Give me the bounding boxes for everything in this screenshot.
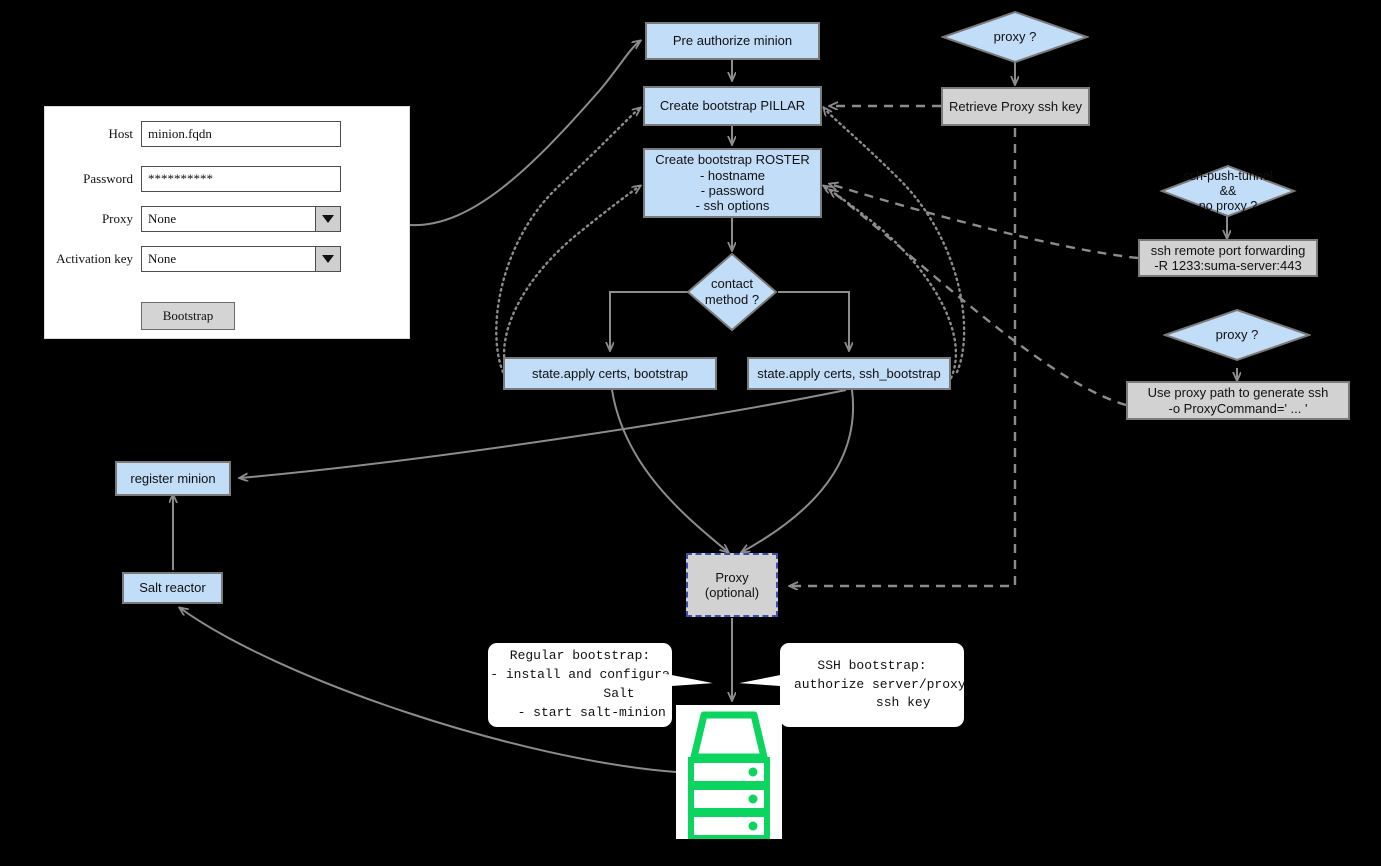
use-proxy-path-line2: -o ProxyCommand=' ... ' bbox=[1168, 400, 1308, 416]
activation-key-select[interactable]: None bbox=[141, 246, 341, 272]
ssh-remote-fwd-line1: ssh remote port forwarding bbox=[1150, 242, 1306, 258]
node-proxy-decision-bottom[interactable]: proxy ? bbox=[1163, 308, 1311, 362]
ssh-remote-fwd-line2: -R 1233:suma-server:443 bbox=[1154, 258, 1302, 273]
node-retrieve-proxy-ssh-key[interactable]: Retrieve Proxy ssh key bbox=[941, 87, 1090, 126]
callout-regular-bootstrap: Regular bootstrap: - install and configu… bbox=[488, 643, 672, 727]
roster-item-password: - password bbox=[700, 183, 765, 198]
diamond-shape bbox=[1159, 164, 1297, 218]
chevron-down-icon[interactable] bbox=[315, 207, 340, 231]
node-create-bootstrap-pillar[interactable]: Create bootstrap PILLAR bbox=[643, 86, 822, 126]
proxy-optional-line1: Proxy bbox=[715, 569, 749, 585]
node-salt-reactor[interactable]: Salt reactor bbox=[122, 572, 223, 604]
ssh-push-tunnel-line1: ssh-push-tunnel bbox=[1183, 168, 1273, 183]
proxy-optional-line2: (optional) bbox=[704, 585, 760, 600]
node-ssh-remote-port-forwarding[interactable]: ssh remote port forwarding -R 1233:suma-… bbox=[1138, 239, 1318, 277]
password-label: Password bbox=[83, 171, 133, 186]
bootstrap-button[interactable]: Bootstrap bbox=[141, 302, 235, 330]
node-proxy-optional[interactable]: Proxy (optional) bbox=[686, 553, 778, 617]
ssh-push-tunnel-line2: && bbox=[1219, 183, 1237, 198]
server-icon bbox=[676, 705, 782, 839]
node-pre-authorize-minion[interactable]: Pre authorize minion bbox=[645, 22, 820, 60]
node-create-bootstrap-roster[interactable]: Create bootstrap ROSTER - hostname - pas… bbox=[643, 148, 822, 218]
node-register-minion[interactable]: register minion bbox=[115, 461, 231, 496]
node-state-apply-bootstrap[interactable]: state.apply certs, bootstrap bbox=[503, 357, 717, 390]
node-state-apply-ssh-bootstrap[interactable]: state.apply certs, ssh_bootstrap bbox=[747, 357, 951, 390]
activation-key-label: Activation key bbox=[56, 251, 133, 266]
diamond-shape bbox=[686, 252, 778, 332]
contact-method-line2: method ? bbox=[704, 292, 760, 307]
use-proxy-path-line1: Use proxy path to generate ssh bbox=[1147, 385, 1329, 401]
proxy-decision-bottom-label: proxy ? bbox=[1215, 327, 1259, 343]
proxy-select[interactable]: None bbox=[141, 206, 341, 232]
activation-key-select-value: None bbox=[148, 251, 177, 266]
proxy-select-value: None bbox=[148, 211, 177, 226]
callout-ssh-bootstrap: SSH bootstrap: - authorize server/proxy … bbox=[778, 643, 966, 727]
node-contact-method-decision[interactable]: contact method ? bbox=[686, 252, 778, 332]
chevron-down-icon[interactable] bbox=[315, 247, 340, 271]
proxy-decision-top-label: proxy ? bbox=[993, 29, 1037, 45]
diamond-shape bbox=[1163, 308, 1311, 362]
roster-item-ssh-options: - ssh options bbox=[695, 198, 770, 214]
contact-method-line1: contact bbox=[711, 276, 753, 292]
roster-item-hostname: - hostname bbox=[699, 167, 766, 183]
node-ssh-push-tunnel-decision[interactable]: ssh-push-tunnel && no proxy ? bbox=[1159, 164, 1297, 218]
diamond-shape bbox=[941, 10, 1089, 64]
host-label: Host bbox=[108, 126, 133, 141]
roster-title: Create bootstrap ROSTER bbox=[655, 152, 810, 168]
proxy-label: Proxy bbox=[101, 211, 133, 226]
node-use-proxy-path[interactable]: Use proxy path to generate ssh -o ProxyC… bbox=[1126, 381, 1350, 420]
node-proxy-decision-top[interactable]: proxy ? bbox=[941, 10, 1089, 64]
ssh-push-tunnel-line3: no proxy ? bbox=[1198, 198, 1258, 213]
password-input[interactable]: ********** bbox=[141, 166, 341, 192]
bootstrap-minion-form: Host minion.fqdn Password ********** Pro… bbox=[44, 106, 410, 339]
host-input[interactable]: minion.fqdn bbox=[141, 121, 341, 147]
